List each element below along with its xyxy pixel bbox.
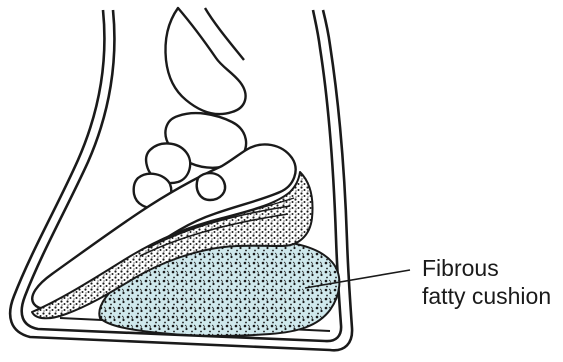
- label-line-2: fatty cushion: [422, 282, 551, 310]
- label-line-1: Fibrous: [422, 254, 551, 282]
- fibrous-fatty-cushion-label: Fibrous fatty cushion: [422, 254, 551, 310]
